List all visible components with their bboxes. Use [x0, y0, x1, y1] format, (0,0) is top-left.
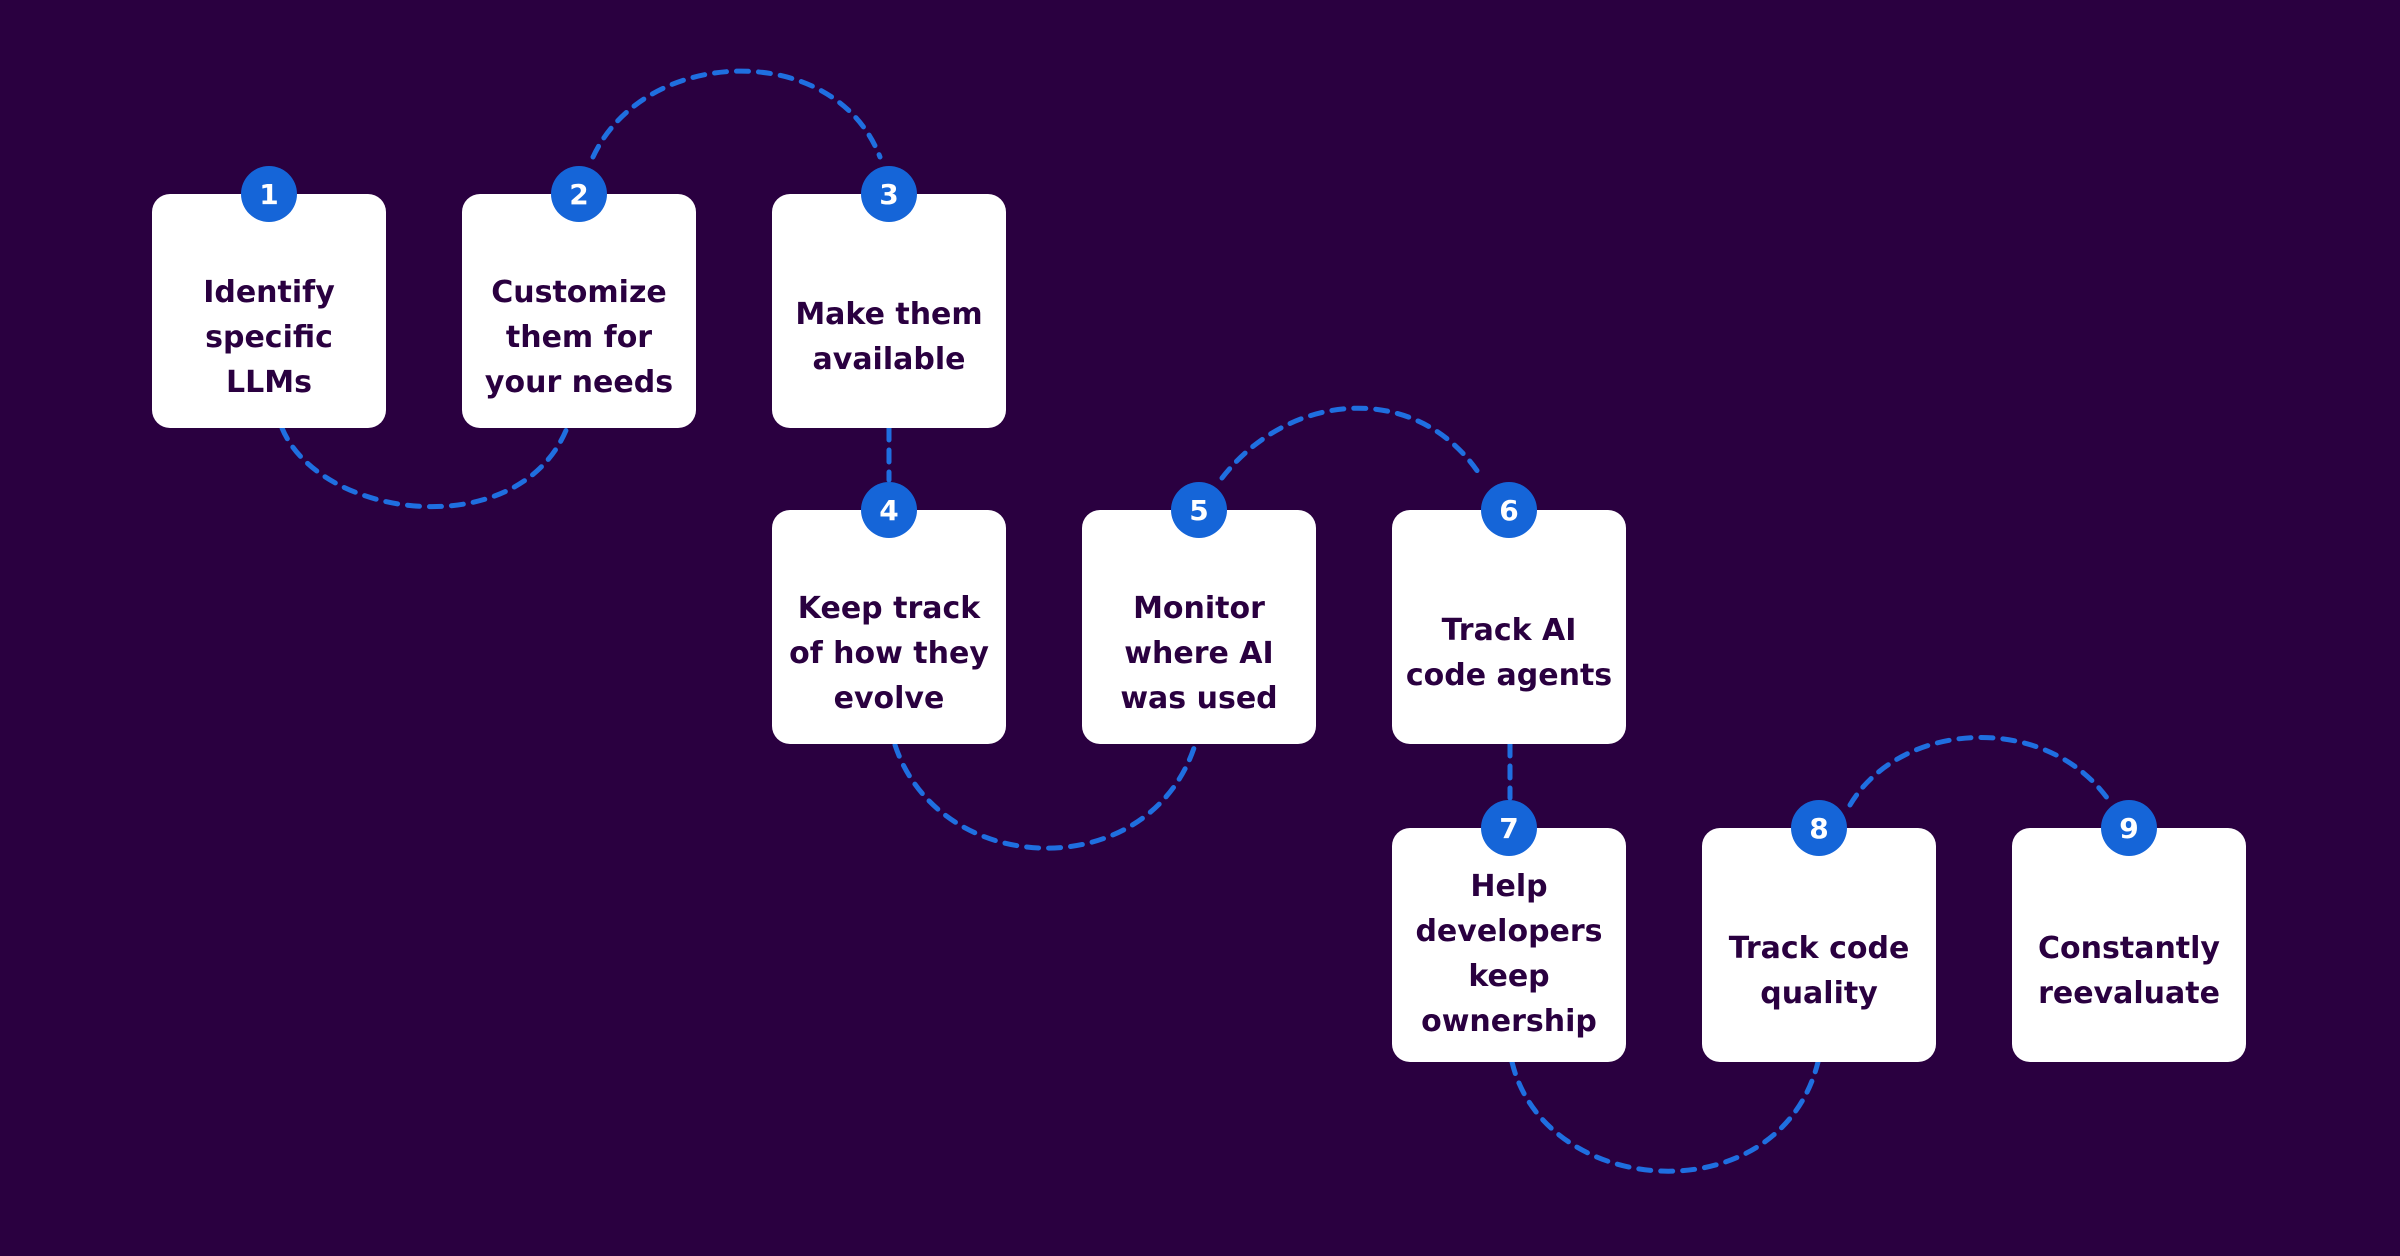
step-card-2: 2 Customize them for your needs: [462, 166, 696, 428]
connector-5-6: [1219, 405, 1485, 481]
step-label: Customize them for your needs: [484, 274, 674, 400]
step-card-4: 4 Keep track of how they evolve: [772, 482, 1006, 744]
connector-1-2: [279, 425, 570, 510]
step-number-badge: 5: [1171, 482, 1227, 538]
step-number-badge: 7: [1481, 800, 1537, 856]
step-card-3: 3 Make them available: [772, 166, 1006, 428]
connector-2-3: [590, 68, 883, 160]
step-label: Monitor where AI was used: [1120, 590, 1278, 716]
step-card-9: 9 Constantly reevaluate: [2012, 800, 2246, 1062]
step-card-1: 1 Identify specific LLMs: [152, 166, 386, 428]
step-label: Track code quality: [1728, 931, 1910, 1011]
step-label: Constantly reevaluate: [2038, 931, 2220, 1011]
step-number-badge: 2: [551, 166, 607, 222]
step-card-7: 7 Help developers keep ownership: [1392, 800, 1626, 1062]
connector-8-9: [1847, 735, 2115, 808]
step-number-badge: 3: [861, 166, 917, 222]
step-label: Make them available: [795, 297, 983, 377]
step-number-badge: 1: [241, 166, 297, 222]
step-number-badge: 9: [2101, 800, 2157, 856]
step-number-badge: 6: [1481, 482, 1537, 538]
step-number-badge: 8: [1791, 800, 1847, 856]
step-card-6: 6 Track AI code agents: [1392, 482, 1626, 744]
connector-4-5: [892, 742, 1198, 851]
step-label: Help developers keep ownership: [1415, 869, 1603, 1039]
step-label: Identify specific LLMs: [203, 274, 335, 400]
step-label: Track AI code agents: [1405, 613, 1613, 693]
step-number-badge: 4: [861, 482, 917, 538]
connector-7-8: [1509, 1059, 1821, 1174]
step-label: Keep track of how they evolve: [789, 590, 989, 716]
step-card-8: 8 Track code quality: [1702, 800, 1936, 1062]
step-card-5: 5 Monitor where AI was used: [1082, 482, 1316, 744]
